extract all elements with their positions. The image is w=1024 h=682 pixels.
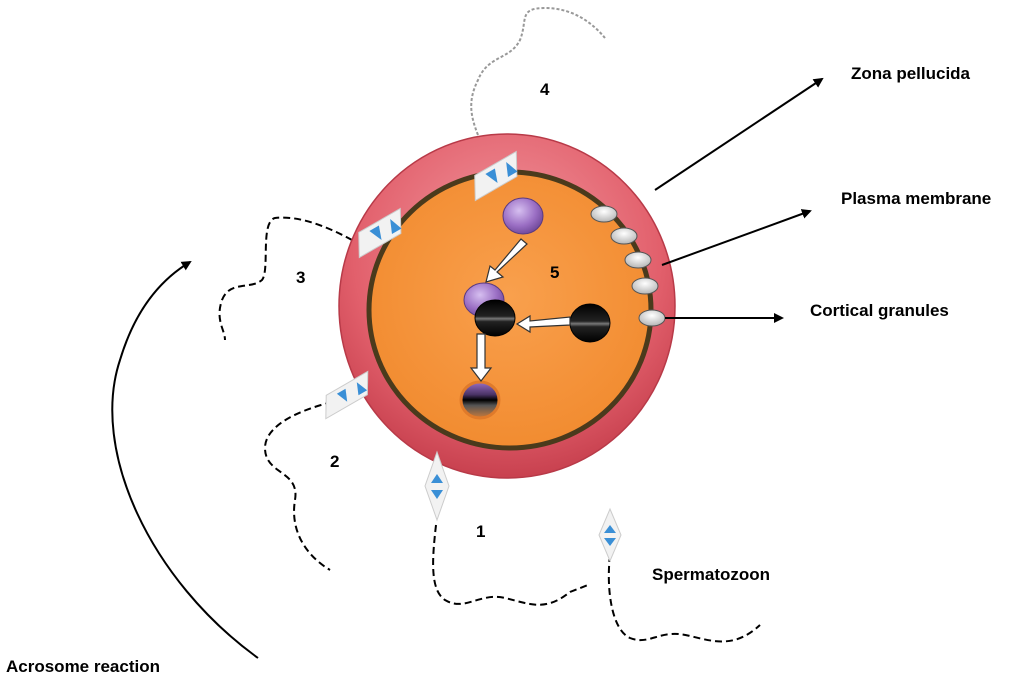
- step-2-label: 2: [330, 452, 340, 471]
- cortical-granule: [590, 205, 618, 223]
- step-1-label: 1: [476, 522, 486, 541]
- acrosome-reaction-arrow: [111, 260, 259, 659]
- cortical-granules-label: Cortical granules: [810, 301, 949, 320]
- zygote-nucleus: [459, 380, 501, 420]
- cortical-granule: [631, 277, 659, 295]
- sperm-tail-2: [263, 401, 333, 571]
- female-pronucleus: [502, 197, 544, 235]
- pronucleus-arrows: [469, 238, 571, 382]
- zona-pellucida-label: Zona pellucida: [851, 64, 971, 83]
- sperm-tail-1: [432, 524, 589, 606]
- step-3-label: 3: [296, 268, 306, 287]
- sperm-head-4: [474, 150, 518, 202]
- cortical-granule: [624, 251, 652, 269]
- zona-pellucida-pointer: [654, 77, 824, 191]
- spermatozoon-label: Spermatozoon: [652, 565, 771, 584]
- sperm-head-1: [424, 450, 450, 522]
- plasma-membrane-pointer: [661, 209, 812, 266]
- sperm-tail-3: [218, 216, 353, 341]
- step-5-label: 5: [550, 263, 560, 282]
- male-pronucleus-merging: [474, 299, 516, 337]
- cortical-granule: [638, 309, 666, 327]
- step-4-label: 4: [540, 80, 550, 99]
- male-pronucleus: [569, 303, 611, 343]
- sperm-tail-4: [470, 6, 606, 136]
- sperm-head-2: [325, 370, 369, 420]
- plasma-membrane-label: Plasma membrane: [841, 189, 992, 208]
- sperm-head-3: [358, 207, 402, 259]
- sperm-head-spermatozoon: [598, 507, 622, 563]
- sperm-tail-spermatozoon: [607, 554, 761, 643]
- cortical-granule: [610, 227, 638, 245]
- acrosome-reaction-label: Acrosome reaction: [6, 657, 160, 676]
